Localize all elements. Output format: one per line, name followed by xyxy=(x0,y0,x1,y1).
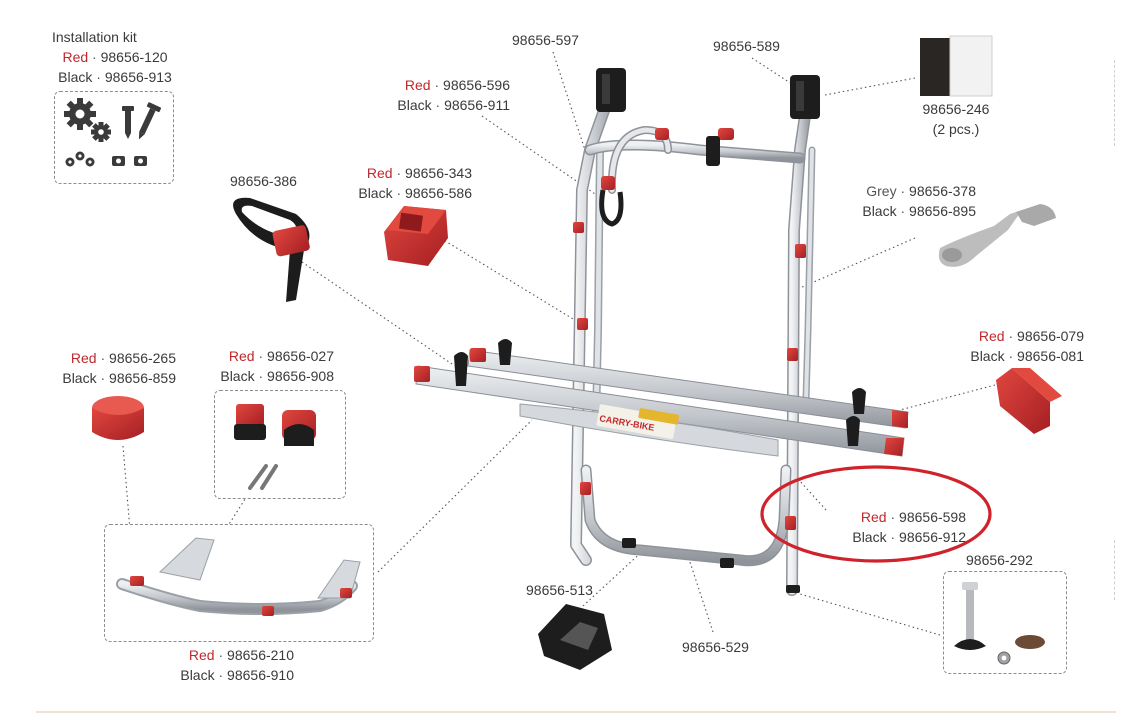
black-holder-part xyxy=(538,604,612,670)
p246-qty: (2 pcs.) xyxy=(932,121,980,137)
label-98656-265: Red · 98656-265 Black · 98656-859 xyxy=(62,350,176,386)
p210-red-code: 98656-210 xyxy=(227,647,294,663)
p598-black-code: 98656-912 xyxy=(899,529,966,545)
grey-holder-part xyxy=(938,204,1056,267)
label-98656-598: Red · 98656-598 Black · 98656-912 xyxy=(852,509,966,545)
lower-clips xyxy=(622,538,800,593)
p596-red-code: 98656-596 xyxy=(443,77,510,93)
p079-black-word: Black xyxy=(970,348,1005,364)
p598-black-word: Black xyxy=(852,529,887,545)
installation-kit-box xyxy=(54,91,174,184)
p378-black-word: Black xyxy=(862,203,897,219)
p210-black-word: Black xyxy=(180,667,215,683)
p598-red-code: 98656-598 xyxy=(899,509,966,525)
p596-black-code: 98656-911 xyxy=(444,97,510,113)
label-98656-246: 98656-246 (2 pcs.) xyxy=(910,99,1002,139)
bottom-rule xyxy=(36,711,1116,713)
installation-kit-title: Installation kit xyxy=(52,29,137,45)
strap-part xyxy=(233,197,310,302)
installation-kit-black-code: 98656-913 xyxy=(104,69,172,85)
label-98656-386: 98656-386 xyxy=(230,173,297,189)
right-edge-rule xyxy=(1114,60,1116,146)
p343-red-word: Red xyxy=(366,165,393,181)
p210-black-code: 98656-910 xyxy=(227,667,294,683)
p246-code: 98656-246 xyxy=(922,101,990,117)
label-98656-589: 98656-589 xyxy=(713,38,780,54)
pads-part xyxy=(920,35,993,97)
p265-black-word: Black xyxy=(62,370,97,386)
p343-black-word: Black xyxy=(358,185,393,201)
label-installation-kit: Installation kit Red · 98656-120 Black ·… xyxy=(40,27,190,87)
label-98656-513: 98656-513 xyxy=(526,582,593,598)
installation-kit-red-word: Red xyxy=(62,49,89,65)
p027-black-code: 98656-908 xyxy=(267,368,334,384)
label-98656-210: Red · 98656-210 Black · 98656-910 xyxy=(180,647,294,683)
p027-red-word: Red xyxy=(228,348,255,364)
p378-black-code: 98656-895 xyxy=(909,203,976,219)
label-98656-292: 98656-292 xyxy=(966,552,1033,568)
red-bracket-part xyxy=(996,368,1062,434)
red-cap-part xyxy=(92,396,144,440)
leveling-foot-box xyxy=(943,571,1067,674)
p027-red-code: 98656-027 xyxy=(267,348,334,364)
installation-kit-black-word: Black xyxy=(58,69,93,85)
p596-red-word: Red xyxy=(404,77,431,93)
p343-black-code: 98656-586 xyxy=(405,185,472,201)
label-98656-378: Grey · 98656-378 Black · 98656-895 xyxy=(862,183,976,219)
p378-grey-word: Grey xyxy=(866,183,897,199)
end-plug-box xyxy=(214,390,346,499)
p596-black-word: Black xyxy=(397,97,432,113)
p079-red-code: 98656-079 xyxy=(1017,328,1084,344)
p027-black-word: Black xyxy=(220,368,255,384)
p265-red-code: 98656-265 xyxy=(109,350,176,366)
lower-carrier-box xyxy=(104,524,374,642)
frame-joints xyxy=(573,222,806,530)
label-98656-343: Red · 98656-343 Black · 98656-586 xyxy=(358,165,472,201)
rack-frame xyxy=(570,82,816,596)
p343-red-code: 98656-343 xyxy=(405,165,472,181)
p265-red-word: Red xyxy=(70,350,97,366)
wheel-rails: CARRY-BIKE xyxy=(414,339,909,457)
label-98656-596: Red · 98656-596 Black · 98656-911 xyxy=(397,77,510,113)
p378-grey-code: 98656-378 xyxy=(909,183,976,199)
block-part xyxy=(384,206,448,266)
p265-black-code: 98656-859 xyxy=(109,370,176,386)
p210-red-word: Red xyxy=(188,647,215,663)
p079-black-code: 98656-081 xyxy=(1017,348,1084,364)
label-98656-529: 98656-529 xyxy=(682,639,749,655)
installation-kit-red-code: 98656-120 xyxy=(100,49,168,65)
upper-mounts xyxy=(596,68,820,227)
right-edge-rule-lower xyxy=(1114,540,1116,600)
label-98656-597: 98656-597 xyxy=(512,32,579,48)
p598-red-word: Red xyxy=(860,509,887,525)
label-98656-027: Red · 98656-027 Black · 98656-908 xyxy=(220,348,334,384)
label-98656-079: Red · 98656-079 Black · 98656-081 xyxy=(970,328,1084,364)
p079-red-word: Red xyxy=(978,328,1005,344)
highlight-ring xyxy=(760,465,992,563)
